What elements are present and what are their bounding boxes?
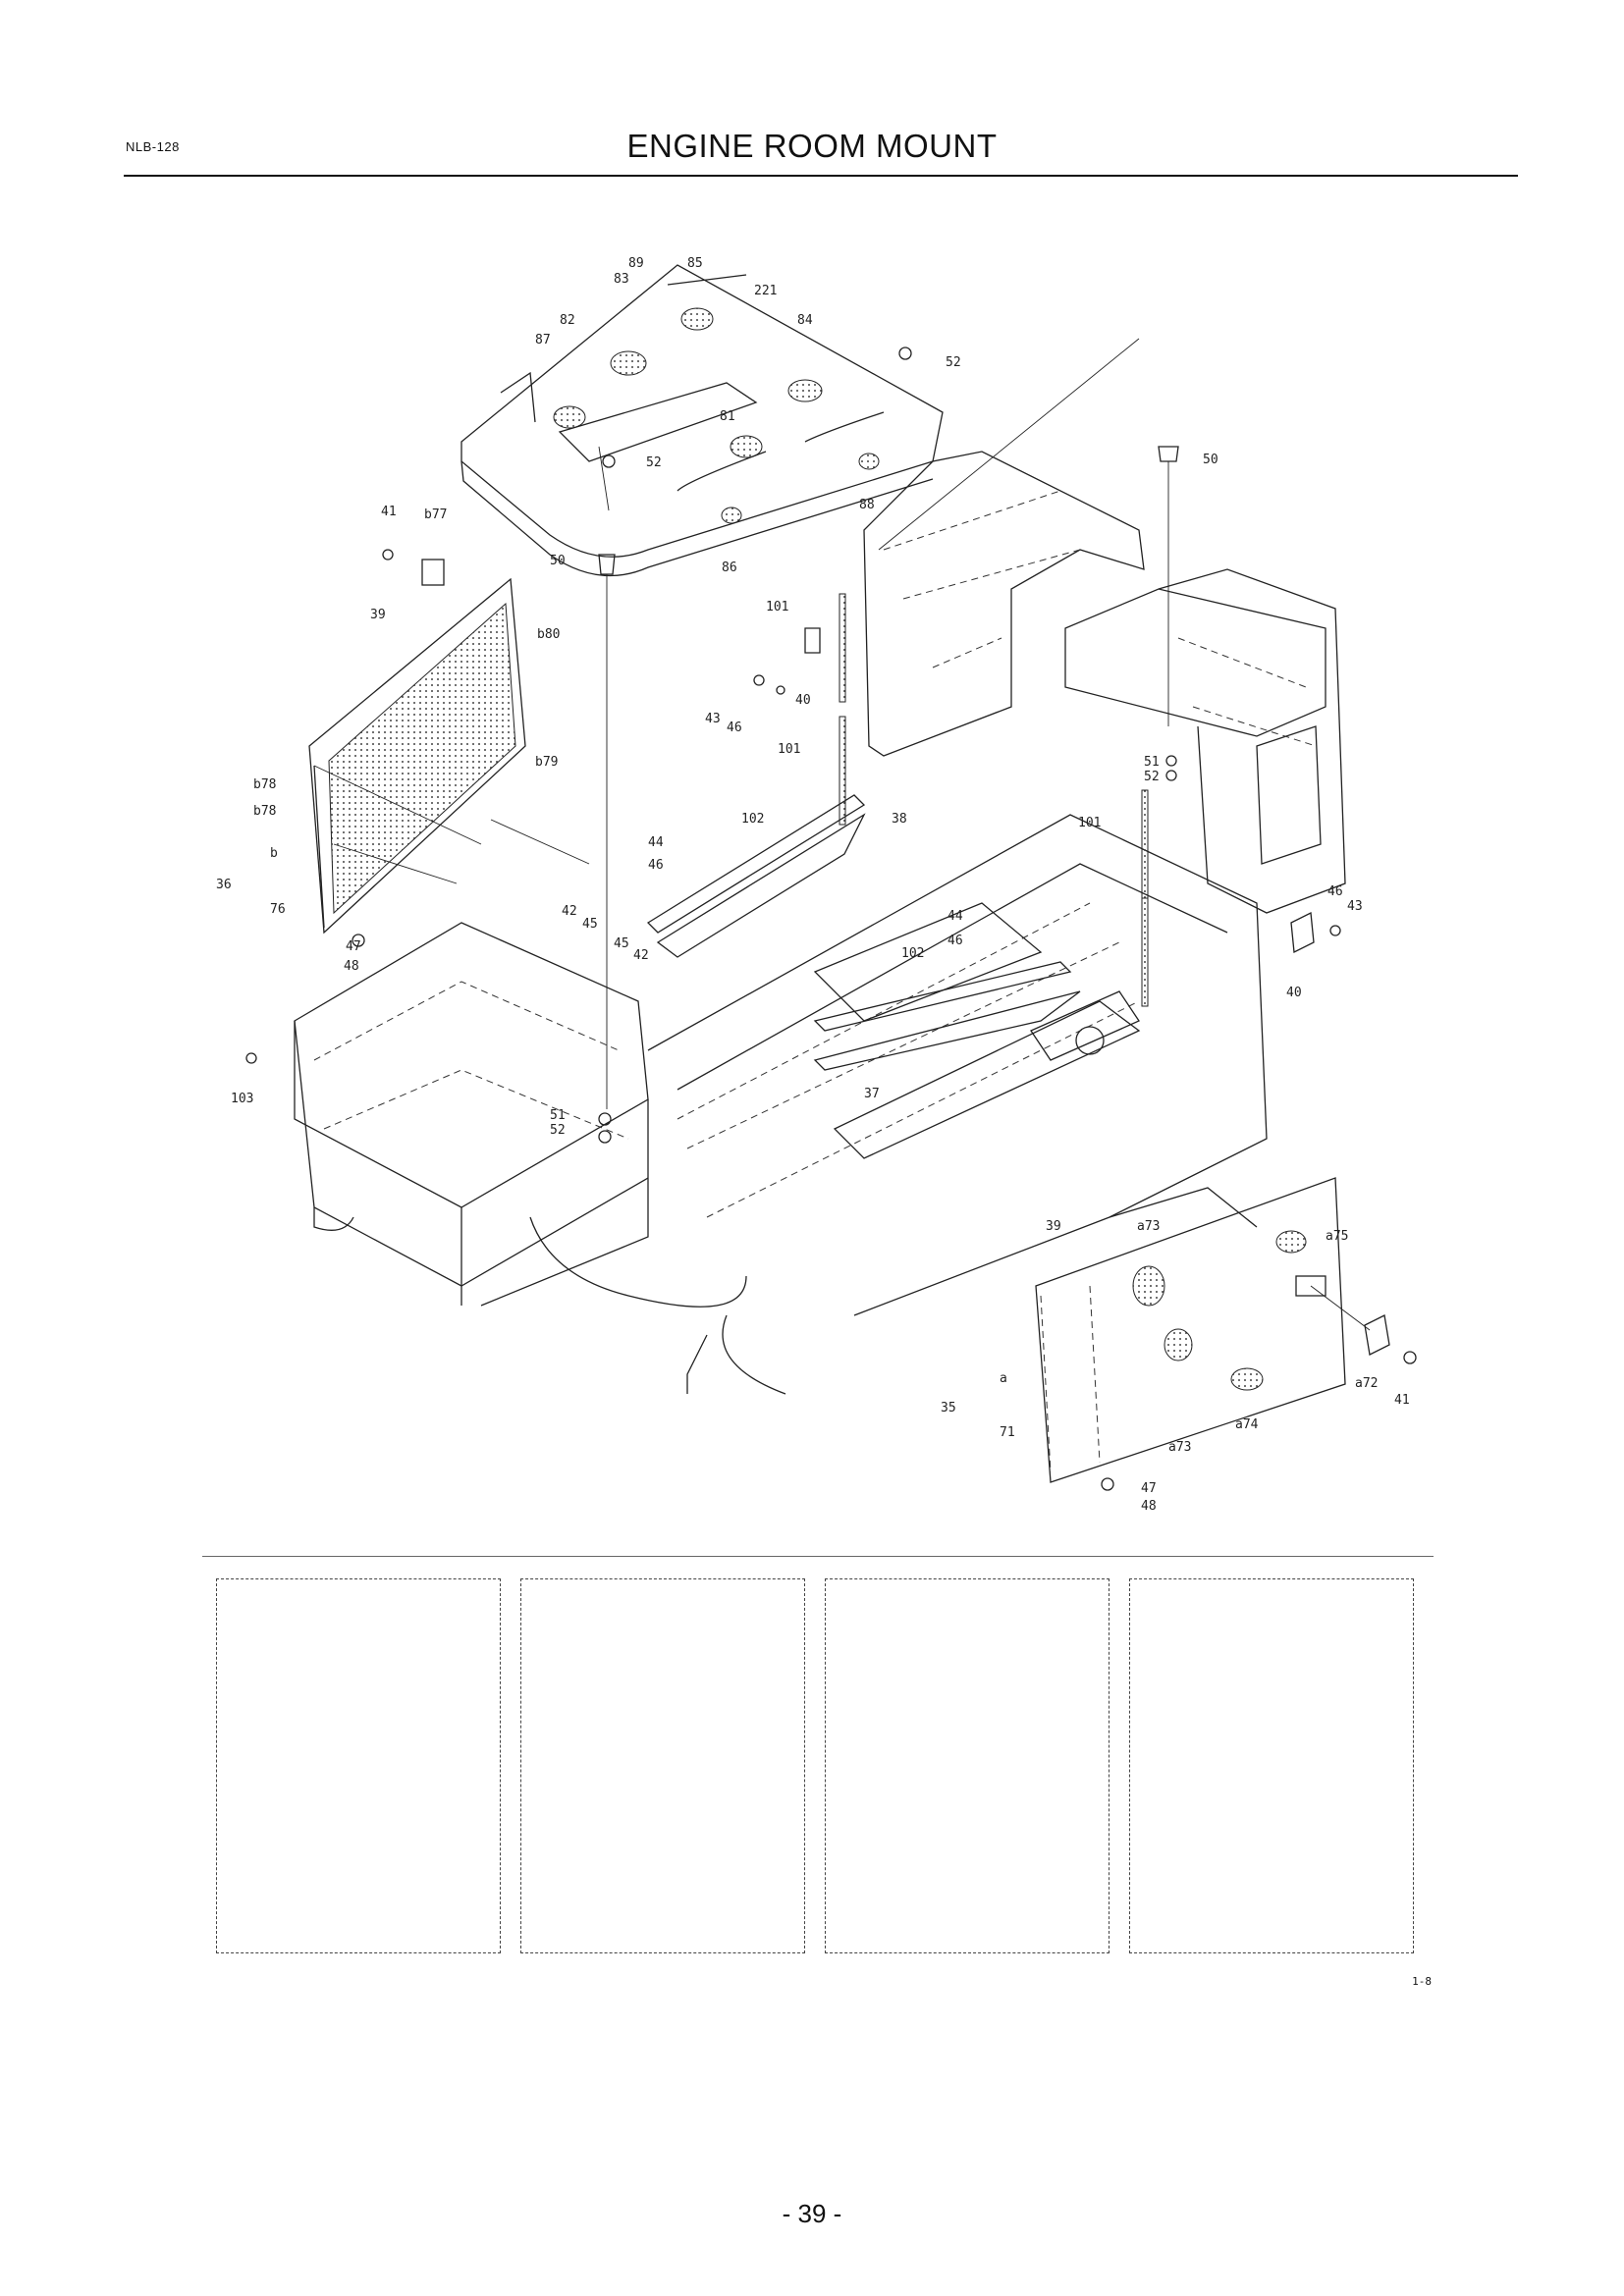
header-rule — [124, 175, 1518, 177]
notes-box-3 — [825, 1578, 1110, 1953]
callout-label: 39 — [1046, 1219, 1061, 1234]
notes-box-2 — [520, 1578, 805, 1953]
callout-label: 101 — [766, 600, 788, 614]
callout-label: 44 — [947, 909, 963, 924]
callout-label: 88 — [859, 498, 875, 512]
callout-label: 46 — [648, 858, 664, 873]
callout-label: 52 — [1144, 770, 1160, 784]
callout-label: b78 — [253, 804, 276, 819]
callout-label: 102 — [901, 946, 924, 961]
callout-label: 86 — [722, 561, 737, 575]
hardware-parts — [245, 347, 1417, 1491]
callout-label: 51 — [1144, 755, 1160, 770]
callout-label: 87 — [535, 333, 551, 347]
diagram-separator — [202, 1556, 1434, 1557]
callout-labels: 89 85 83 221 82 84 87 52 81 50 52 88 41 … — [216, 256, 1410, 1514]
side-panel-a — [1035, 1177, 1390, 1483]
callout-label: 71 — [1000, 1425, 1015, 1440]
callout-label: 41 — [1394, 1393, 1410, 1408]
callout-label: 35 — [941, 1401, 956, 1415]
notes-box-1 — [216, 1578, 501, 1953]
callout-label: 46 — [947, 934, 963, 948]
callout-label: 81 — [720, 409, 735, 424]
callout-label: 83 — [614, 272, 629, 287]
callout-label: 44 — [648, 835, 664, 850]
callout-label: 48 — [344, 959, 359, 974]
callout-label: 85 — [687, 256, 703, 271]
callout-label: 41 — [381, 505, 397, 519]
callout-label: 103 — [231, 1092, 253, 1106]
callout-label: 101 — [778, 742, 800, 757]
callout-label: 46 — [1327, 884, 1343, 899]
callout-label: 46 — [727, 721, 742, 735]
callout-label: b — [270, 846, 278, 861]
roof-panel — [460, 264, 944, 577]
callout-label: 84 — [797, 313, 813, 328]
callout-label: 52 — [646, 455, 662, 470]
callout-label: 47 — [346, 939, 361, 954]
callout-label: 37 — [864, 1087, 880, 1101]
callout-label: a — [1000, 1371, 1007, 1386]
front-frame-box — [294, 922, 649, 1307]
callout-label: 45 — [614, 936, 629, 951]
callout-label: b78 — [253, 777, 276, 792]
figure-reference: 1-8 — [1412, 1975, 1432, 1988]
callout-label: 50 — [550, 554, 566, 568]
callout-label: 43 — [705, 712, 721, 726]
callout-label: 38 — [892, 812, 907, 827]
callout-label: a73 — [1168, 1440, 1191, 1455]
callout-label: 89 — [628, 256, 644, 271]
callout-label: a72 — [1355, 1376, 1378, 1391]
callout-label: 52 — [550, 1123, 566, 1138]
callout-label: 102 — [741, 812, 764, 827]
callout-label: 52 — [946, 355, 961, 370]
callout-label: 42 — [633, 948, 649, 963]
side-door-b80 — [308, 577, 590, 934]
callout-label: b80 — [537, 627, 560, 642]
notes-box-4 — [1129, 1578, 1414, 1953]
callout-label: 48 — [1141, 1499, 1157, 1514]
callout-label: 42 — [562, 904, 577, 919]
callout-label: 36 — [216, 878, 232, 892]
callout-label: 40 — [1286, 986, 1302, 1000]
callout-label: 45 — [582, 917, 598, 932]
callout-label: 43 — [1347, 899, 1363, 914]
page-number: - 39 - — [782, 2199, 842, 2228]
callout-label: 50 — [1203, 453, 1218, 467]
callout-label: a73 — [1137, 1219, 1160, 1234]
callout-label: 82 — [560, 313, 575, 328]
seal-strips — [646, 794, 1081, 1071]
callout-label: 39 — [370, 608, 386, 622]
callout-label: 51 — [550, 1108, 566, 1123]
callout-label: b79 — [535, 755, 558, 770]
callout-label: a75 — [1326, 1229, 1348, 1244]
main-chassis — [529, 814, 1268, 1395]
callout-label: 221 — [754, 284, 777, 298]
callout-label: a74 — [1235, 1417, 1259, 1432]
page-title: ENGINE ROOM MOUNT — [626, 128, 998, 164]
callout-label: 47 — [1141, 1481, 1157, 1496]
rear-upper-housing — [863, 338, 1346, 914]
callout-label: 40 — [795, 693, 811, 708]
callout-label: 101 — [1078, 816, 1101, 830]
callout-label: b77 — [424, 507, 447, 522]
rubber-strips-101 — [839, 593, 1149, 1007]
document-code: NLB-128 — [126, 139, 180, 154]
callout-label: 76 — [270, 902, 286, 917]
